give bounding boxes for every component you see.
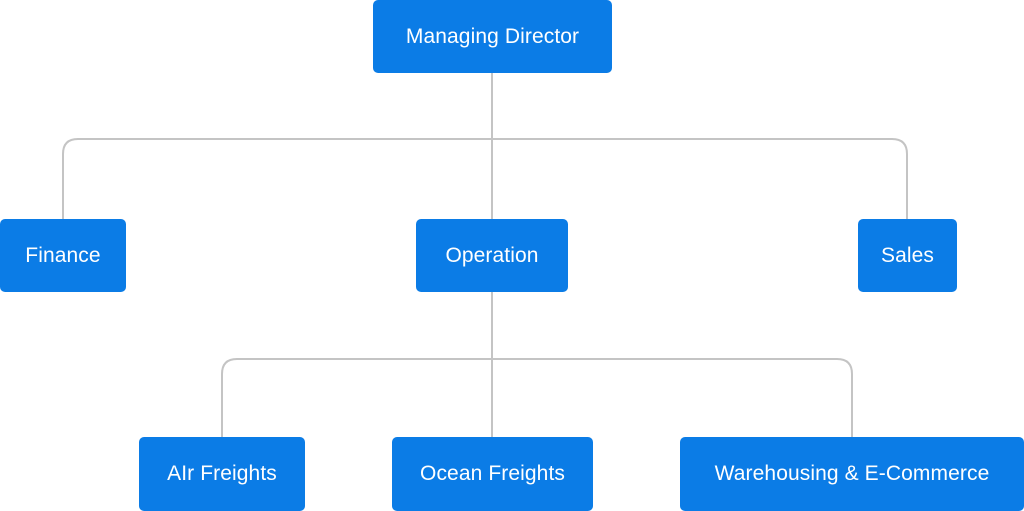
node-warehousing-ecommerce[interactable]: Warehousing & E-Commerce <box>680 437 1024 511</box>
node-label: Managing Director <box>405 24 580 48</box>
connector-sales <box>492 138 908 219</box>
node-air-freights[interactable]: AIr Freights <box>139 437 305 511</box>
connector-air <box>221 358 492 437</box>
node-finance[interactable]: Finance <box>0 219 126 292</box>
node-ocean-freights[interactable]: Ocean Freights <box>392 437 593 511</box>
node-sales[interactable]: Sales <box>858 219 957 292</box>
node-label: Operation <box>445 243 539 267</box>
node-label: Sales <box>880 243 935 267</box>
connector-finance <box>62 138 492 219</box>
node-managing-director[interactable]: Managing Director <box>373 0 612 73</box>
node-label: Warehousing & E-Commerce <box>714 462 990 485</box>
node-label: Ocean Freights <box>420 462 565 485</box>
node-label: Finance <box>25 243 101 267</box>
node-label: AIr Freights <box>167 462 277 485</box>
connector-warehousing <box>492 358 853 437</box>
node-operation[interactable]: Operation <box>416 219 568 292</box>
